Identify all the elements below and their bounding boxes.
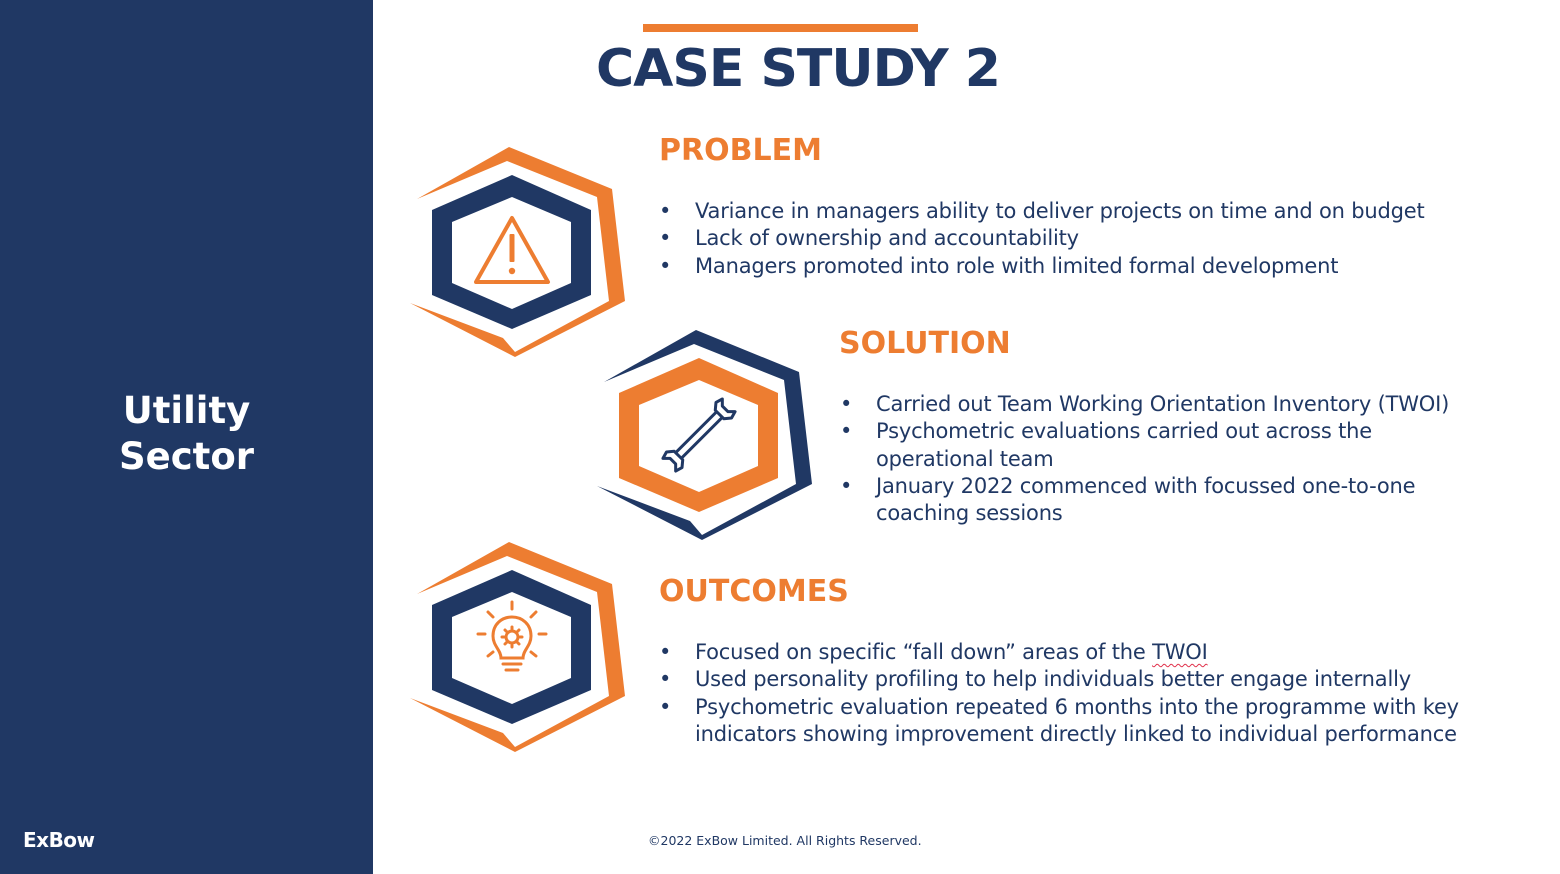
warning-icon <box>474 216 550 284</box>
list-item: Focused on specific “fall down” areas of… <box>659 639 1519 667</box>
sector-line-1: Utility <box>122 389 251 432</box>
outcomes-list: Focused on specific “fall down” areas of… <box>659 639 1519 748</box>
exbow-logo: ExBow <box>23 828 95 852</box>
list-item: Psychometric evaluations carried out acr… <box>840 418 1396 473</box>
problem-list: Variance in managers ability to deliver … <box>659 198 1519 280</box>
list-item: January 2022 commenced with focussed one… <box>840 473 1456 528</box>
hex-inner-fill <box>639 380 758 492</box>
spellcheck-term: TWOI <box>1152 640 1208 664</box>
list-item: Carried out Team Working Orientation Inv… <box>840 391 1490 419</box>
page-title: CASE STUDY 2 <box>596 39 1001 99</box>
lightbulb-gear-icon <box>476 600 548 672</box>
list-item: Psychometric evaluation repeated 6 month… <box>659 694 1495 749</box>
sector-label: Utility Sector <box>0 388 373 480</box>
list-item: Used personality profiling to help indiv… <box>659 666 1519 694</box>
wrench-icon <box>661 397 737 473</box>
list-item: Lack of ownership and accountability <box>659 225 1519 253</box>
sector-line-2: Sector <box>118 435 255 478</box>
solution-hexagon <box>597 330 812 540</box>
title-accent-bar <box>643 24 918 32</box>
problem-heading: PROBLEM <box>659 133 822 168</box>
list-item-text: Focused on specific “fall down” areas of… <box>695 640 1153 664</box>
outcomes-heading: OUTCOMES <box>659 574 849 609</box>
solution-list: Carried out Team Working Orientation Inv… <box>840 391 1490 527</box>
problem-hexagon <box>410 147 625 357</box>
sidebar: Utility Sector ExBow <box>0 0 373 874</box>
copyright-footer: ©2022 ExBow Limited. All Rights Reserved… <box>648 833 922 848</box>
solution-heading: SOLUTION <box>839 326 1011 361</box>
list-item: Managers promoted into role with limited… <box>659 253 1519 281</box>
outcomes-hexagon <box>410 542 625 752</box>
list-item: Variance in managers ability to deliver … <box>659 198 1519 226</box>
